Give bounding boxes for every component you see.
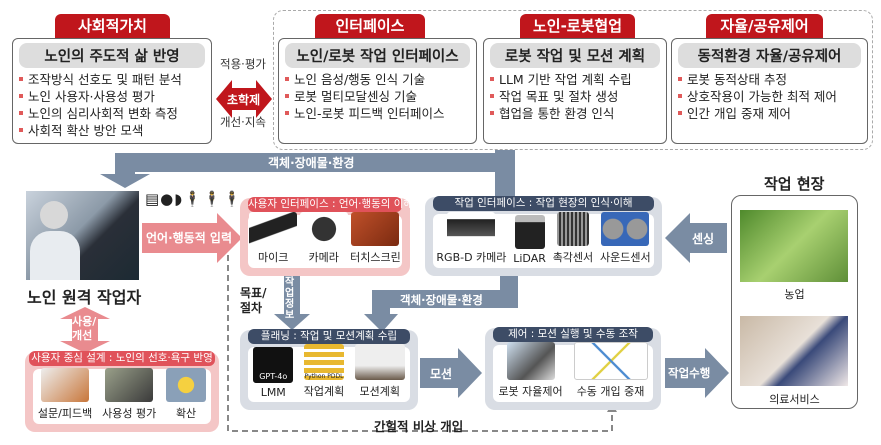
task-info-arrow [274, 276, 310, 330]
motion-plan-item: 모션계획 [354, 344, 405, 399]
env-feedback-arrow [100, 150, 515, 198]
work-site-title: 작업 현장 [764, 175, 825, 193]
tactile-sensor-icon [556, 212, 589, 246]
touchscreen-icon [351, 212, 400, 246]
remote-worker-label: 노인 원격 작업자 [27, 288, 142, 307]
social-value-box: 노인의 주도적 삶 반영 조작방식 선호도 및 패턴 분석 노인 사용자·사용성… [12, 38, 212, 144]
env-mid-arrow [364, 276, 518, 332]
procedure-label: 절차 [240, 301, 263, 315]
tech-group-container [273, 10, 873, 150]
control-title: 동적환경 자율/공유제어 [678, 43, 861, 68]
list-item: 노인의 심리사회적 변화 측정 [19, 105, 205, 122]
collab-tab: 노인-로봇협업 [520, 14, 635, 38]
task-interface-panel: 작업 인터페이스 : 작업 현장의 인식·이해 RGB-D 카메라 LiDAR … [425, 196, 662, 276]
list-item: 사회적 확산 방안 모색 [19, 122, 205, 139]
diffusion-photo [166, 368, 207, 402]
collab-title: 로봇 작업 및 모션 계획 [490, 43, 660, 68]
use-improve-arrow [60, 307, 110, 353]
control-panel: 제어 : 모션 실행 및 수동 조작 로봇 자율제어 수동 개입 중재 [485, 327, 661, 410]
perform-label: 작업수행 [668, 366, 711, 380]
env-label-top: 객체·장애물·환경 [268, 156, 355, 170]
control-box: 동적환경 자율/공유제어 로봇 동적상태 추정 상호작용이 가능한 최적 제어 … [671, 38, 868, 144]
remote-worker-photo [26, 191, 139, 280]
list-item: 노인 음성/행동 인식 기술 [285, 71, 470, 88]
camera-icon [299, 212, 348, 246]
rgbd-camera-item: RGB-D 카메라 [436, 212, 506, 265]
double-arrow-icon [216, 80, 272, 118]
task-info-label: 작업정보 [285, 277, 295, 321]
social-value-title: 노인의 주도적 삶 반영 [19, 43, 205, 68]
list-item: 조작방식 선호도 및 패턴 분석 [19, 71, 205, 88]
ucd-title: 사용자 중심 설계 : 노인의 선호·욕구 반영 [29, 351, 215, 366]
tactile-sensor-item: 촉각센서 [553, 212, 593, 265]
pddl-diagram-icon: Python PDDL [303, 344, 344, 380]
sensing-label: 센싱 [692, 232, 715, 246]
rgbd-camera-icon [447, 212, 496, 246]
list-item: 협업을 통한 환경 인식 [490, 105, 660, 122]
list-item: 노인-로봇 피드백 인터페이스 [285, 105, 470, 122]
usability-photo [105, 368, 154, 402]
control-panel-title: 제어 : 모션 실행 및 수동 조작 [493, 327, 653, 342]
farm-photo [740, 210, 848, 282]
env-label-mid: 객체·장애물·환경 [400, 293, 483, 307]
robot-autonomy-item: 로봇 자율제어 [498, 342, 563, 399]
interface-title: 노인/로봇 작업 인터페이스 [285, 43, 470, 68]
list-item: 작업 목표 및 절차 생성 [490, 88, 660, 105]
list-item: 노인 사용자·사용성 평가 [19, 88, 205, 105]
gpt-logo: GPT-4o [253, 347, 294, 383]
manual-intervention-item: 수동 개입 중재 [573, 342, 648, 399]
medical-photo [740, 316, 848, 386]
interface-box: 노인/로봇 작업 인터페이스 노인 음성/행동 인식 기술 로봇 멀티모달센싱 … [278, 38, 477, 144]
work-site-box: 농업 의료서비스 [731, 195, 858, 409]
apply-evaluate-label: 적용·평가 [220, 57, 266, 71]
list-item: 상호작용이 가능한 최적 제어 [678, 88, 861, 105]
sensing-arrow [665, 213, 727, 263]
robot-arm-photo [506, 342, 555, 380]
lidar-icon [514, 215, 545, 249]
goal-label: 목표/ [240, 286, 267, 300]
survey-item: 설문/피드백 [38, 368, 92, 421]
improve-label: 개선 [72, 329, 93, 342]
list-item: 인간 개입 중재 제어 [678, 105, 861, 122]
site-farm-label: 농업 [784, 288, 805, 301]
user-interface-title: 사용자 인터페이스 : 언어·행동의 이해 [248, 197, 414, 212]
survey-photo [41, 368, 90, 402]
perform-arrow [665, 348, 729, 398]
usability-item: 사용성 평가 [102, 368, 156, 421]
speech-gesture-icons: ▤●◗🕴🕴🕴 [145, 190, 243, 208]
user-interface-panel: 사용자 인터페이스 : 언어·행동의 이해 마이크 카메라 터치스크린 [240, 197, 414, 276]
motion-arrow [420, 348, 482, 398]
list-item: 로봇 동적상태 추정 [678, 71, 861, 88]
task-interface-title: 작업 인터페이스 : 작업 현장의 인식·이해 [433, 196, 654, 211]
input-arrow [142, 213, 242, 263]
list-item: 로봇 멀티모달센싱 기술 [285, 88, 470, 105]
control-tab: 자율/공유제어 [706, 14, 823, 38]
site-medical-label: 의료서비스 [769, 393, 820, 406]
use-label: 사용/ [72, 315, 97, 328]
intervention-plot [573, 342, 648, 380]
interface-tab: 인터페이스 [315, 14, 425, 38]
camera-item: 카메라 [299, 212, 348, 265]
list-item: LLM 기반 작업 계획 수립 [490, 71, 660, 88]
improve-sustain-label: 개선·지속 [220, 115, 266, 129]
emergency-label: 간헐적 비상 개입 [374, 419, 464, 434]
touchscreen-item: 터치스크린 [350, 212, 401, 265]
lidar-item: LiDAR [513, 215, 546, 265]
transdisciplinary-label: 초학제 [227, 93, 261, 107]
input-label: 언어·행동적 입력 [146, 231, 233, 245]
mic-item: 마이크 [249, 212, 298, 265]
sound-sensor-icon [601, 212, 650, 246]
sound-sensor-item: 사운드센서 [600, 212, 651, 265]
planning-title: 플래닝 : 작업 및 모션계획 수립 [248, 329, 410, 344]
collab-box: 로봇 작업 및 모션 계획 LLM 기반 작업 계획 수립 작업 목표 및 절차… [483, 38, 667, 144]
user-centered-design-panel: 사용자 중심 설계 : 노인의 선호·욕구 반영 설문/피드백 사용성 평가 확… [25, 351, 219, 432]
motion-plan-photo [354, 344, 405, 380]
microphone-icon [249, 212, 298, 246]
motion-label: 모션 [430, 367, 453, 381]
social-value-tab: 사회적가치 [55, 14, 170, 38]
diffusion-item: 확산 [166, 368, 207, 421]
